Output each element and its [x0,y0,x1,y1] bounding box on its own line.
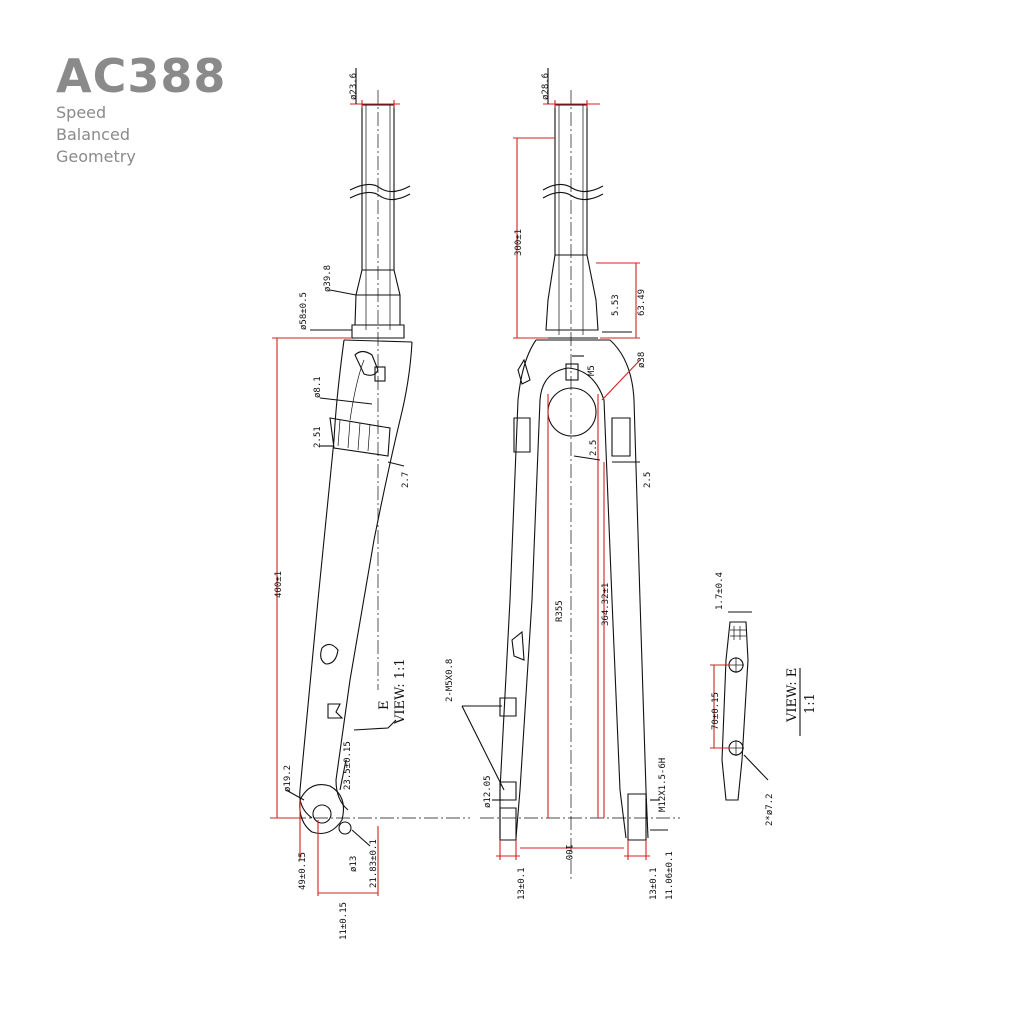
side-wall-2-7: 2.7 [401,472,411,488]
tag-speed: Speed [56,103,107,122]
front-leaders [461,68,668,831]
side-wall-2-51: 2.51 [313,426,323,448]
front-dim-63-49: 63.49 [637,289,647,316]
side-steerer-dia: ø23.6 [349,73,359,100]
front-dim-13-right: 13±0.1 [649,867,659,900]
tag-geometry: Geometry [56,147,136,166]
side-dimensions [272,100,400,896]
side-blade [299,339,413,835]
side-view-letter: E [377,701,392,711]
front-crown-hole: ø38 [637,352,647,368]
side-leaders [285,68,405,847]
detail-view-title: VIEW: E [785,668,800,723]
front-axle-hole: ø12.05 [483,775,493,808]
side-dim-21-83: 21.83±0.1 [369,839,379,888]
front-wall-left: 2.5 [589,440,599,456]
front-leg-len: 364.32±1 [601,583,611,626]
front-mount: 2-M5X0.8 [445,659,455,702]
model-name: AC388 [56,49,227,103]
front-dimensions [496,100,650,860]
front-radius: R355 [555,600,565,622]
side-dim-13: ø13 [349,856,359,872]
front-crown-legs [499,339,649,841]
side-dim-11: 11±0.15 [339,902,349,940]
brand-block: AC388 Speed Balanced Geometry [56,50,226,168]
front-view: ø28.6 300±1 5.53 63.49 M5 ø38 2.5 2.5 R3… [445,68,680,900]
side-dropout-dia: ø19.2 [283,765,293,792]
front-steerer-len: 300±1 [514,229,524,256]
side-dropout-width: 23.5±0.15 [343,741,353,790]
front-thread: M12X1.5-6H [658,758,668,812]
detail-spacing: 70±0.15 [711,692,721,730]
front-wall-right: 2.5 [643,472,653,488]
front-dim-5-53: 5.53 [611,294,621,316]
side-axle-to-crown: 400±1 [274,571,284,598]
detail-part [721,621,749,801]
detail-holes: 2*ø7.2 [765,793,775,826]
side-taper-dia: ø39.8 [323,265,333,292]
detail-top-dim: 1.7±0.4 [715,572,725,610]
side-dim-49: 49±0.15 [298,852,308,890]
detail-dimensions [710,611,769,781]
side-view: ø23.6 ø39.8 ø58±0.5 ø8.1 2.51 2.7 400±1 … [270,68,470,940]
side-view-label: VIEW: 1:1 [393,658,408,725]
detail-view: 1.7±0.4 70±0.15 2*ø7.2 VIEW: E 1:1 [710,572,818,826]
side-steerer [349,104,411,339]
front-steerer [542,104,604,339]
front-bolt: M5 [587,365,597,376]
front-dim-13-left: 13±0.1 [517,867,527,900]
detail-view-scale: 1:1 [803,693,818,714]
tag-balanced: Balanced [56,125,130,144]
side-hole-dia: ø8.1 [313,376,323,398]
front-dim-11-06: 11.06±0.1 [665,851,675,900]
side-crown-dia: ø58±0.5 [299,292,309,330]
front-steerer-dia: ø28.6 [541,73,551,100]
front-spacing: 100 [563,844,573,860]
